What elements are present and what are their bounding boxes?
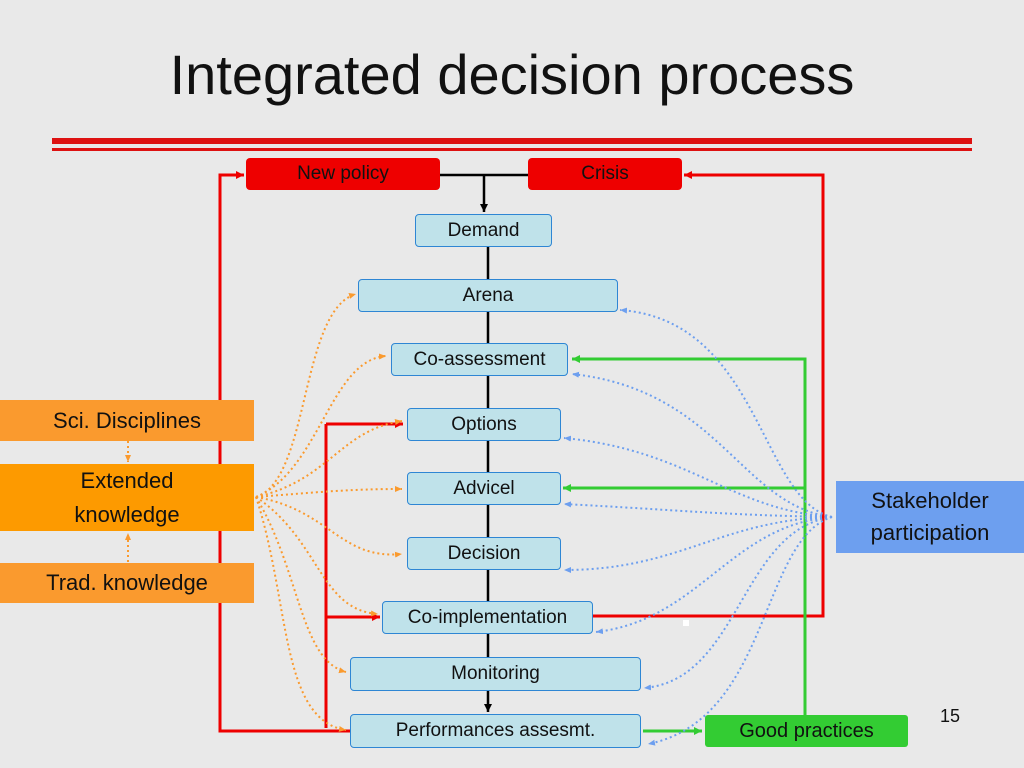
trad-knowledge-box: Trad. knowledge	[0, 563, 254, 603]
step-advice: Advicel	[407, 472, 561, 505]
new-policy-box: New policy	[246, 158, 440, 190]
slide-title: Integrated decision process	[169, 43, 855, 106]
stray-mark	[683, 620, 689, 626]
stakeholder-participation-box: Stakeholder participation	[836, 481, 1024, 553]
title-rule-bottom	[52, 148, 972, 151]
step-monitoring: Monitoring	[350, 657, 641, 691]
red-feedback	[218, 171, 825, 733]
step-demand: Demand	[415, 214, 552, 247]
good-practices-box: Good practices	[705, 715, 908, 747]
step-co-assessment: Co-assessment	[391, 343, 568, 376]
step-arena: Arena	[358, 279, 618, 312]
sci-disciplines-box: Sci. Disciplines	[0, 400, 254, 441]
step-options: Options	[407, 408, 561, 441]
green-lines	[563, 355, 807, 735]
extended-knowledge-box: Extended knowledge	[0, 464, 254, 531]
crisis-box: Crisis	[528, 158, 682, 190]
title-rule-top	[52, 138, 972, 144]
step-co-implementation: Co-implementation	[382, 601, 593, 634]
orange-knowledge-links	[125, 293, 403, 732]
step-performance-assessment: Performances assesmt.	[350, 714, 641, 748]
step-decision: Decision	[407, 537, 561, 570]
blue-stakeholder-links	[563, 307, 833, 746]
page-number: 15	[940, 706, 961, 726]
